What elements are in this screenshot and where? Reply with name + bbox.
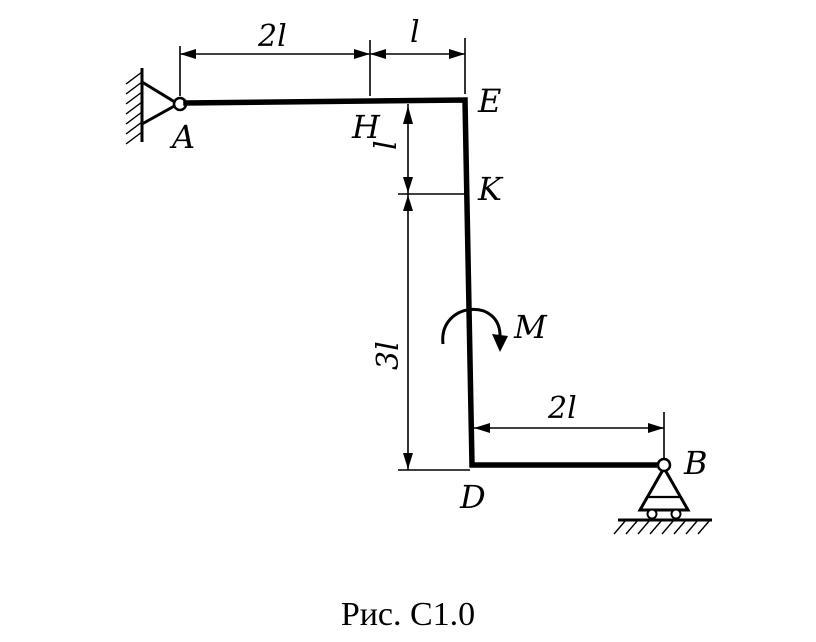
dimension-label-ah: 2l <box>257 19 287 54</box>
dimension-bottom <box>474 412 665 460</box>
point-label-h: H <box>351 108 381 146</box>
figure-caption: Рис. С1.0 <box>341 596 475 633</box>
dimension-label-he: l <box>410 15 420 50</box>
dimension-label-db: 2l <box>547 391 577 426</box>
hinge-b <box>656 457 672 473</box>
moment-label: M <box>513 308 548 346</box>
point-label-k: K <box>477 170 504 208</box>
dimension-label-ek: l <box>369 140 404 150</box>
point-label-b: B <box>683 444 708 482</box>
point-label-d: D <box>459 478 486 516</box>
dimension-label-kd: 3l <box>371 341 406 370</box>
dimension-vertical <box>398 104 470 471</box>
wall-support-a <box>125 68 181 145</box>
point-label-a: A <box>169 118 195 156</box>
frame-beam <box>183 97 663 468</box>
point-label-e: E <box>477 82 501 120</box>
dimension-top <box>179 38 466 96</box>
moment-arrow <box>441 307 508 352</box>
roller-support-b <box>613 464 712 535</box>
